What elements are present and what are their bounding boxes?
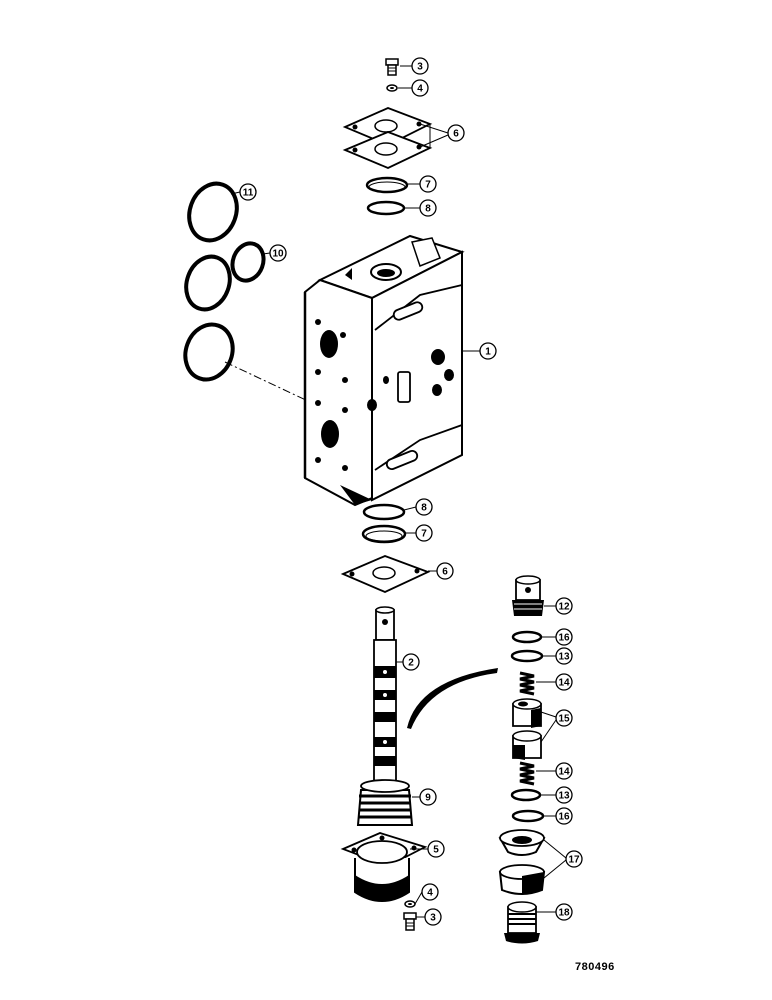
callout-8-top: 8 [419, 199, 437, 217]
svg-text:14: 14 [558, 678, 570, 689]
callout-14-bottom: 14 [555, 762, 573, 780]
svg-text:7: 7 [425, 180, 431, 191]
svg-text:2: 2 [408, 658, 414, 669]
part-centering-spring-assembly [356, 779, 414, 826]
part-seal-ring-large-middle [184, 254, 232, 312]
svg-text:16: 16 [558, 633, 570, 644]
part-plug-bottom [504, 901, 540, 944]
callout-12: 12 [555, 597, 573, 615]
callout-6-top: 6 [447, 124, 465, 142]
callout-18: 18 [555, 903, 573, 921]
part-flange-plate-bottom [340, 555, 431, 593]
part-spring-lower [519, 761, 535, 786]
part-check-poppet-upper [512, 698, 542, 728]
part-seat-cup [498, 829, 546, 856]
callout-13-top: 13 [555, 647, 573, 665]
callout-11: 11 [239, 183, 257, 201]
part-o-ring-right-top [510, 649, 544, 663]
svg-text:15: 15 [558, 714, 570, 725]
svg-text:3: 3 [430, 913, 436, 924]
callout-16-top: 16 [555, 628, 573, 646]
part-end-cap [340, 832, 428, 902]
svg-text:1: 1 [485, 347, 491, 358]
callout-3-top: 3 [411, 57, 429, 75]
svg-text:7: 7 [421, 529, 427, 540]
callout-4-top: 4 [411, 79, 429, 97]
part-o-ring-bottom [362, 503, 406, 521]
callout-8-bottom: 8 [415, 498, 433, 516]
callout-4-bottom: 4 [421, 883, 439, 901]
svg-text:4: 4 [427, 888, 433, 899]
callout-14-top: 14 [555, 673, 573, 691]
svg-text:14: 14 [558, 767, 570, 778]
part-seat-ring [498, 864, 546, 895]
part-seal-ring-small [230, 241, 266, 283]
svg-text:4: 4 [417, 84, 423, 95]
callout-3-bottom: 3 [424, 908, 442, 926]
callout-16-bottom: 16 [555, 807, 573, 825]
part-cap-screw-bottom [403, 912, 417, 931]
svg-text:5: 5 [433, 845, 439, 856]
part-backup-ring-right-top [511, 630, 543, 644]
part-backup-ring-top [365, 176, 409, 194]
part-valve-spool [373, 606, 397, 786]
callout-17: 17 [565, 850, 583, 868]
part-washer-top [386, 84, 398, 92]
svg-text:8: 8 [425, 204, 431, 215]
callout-6-bottom: 6 [436, 562, 454, 580]
callout-1: 1 [479, 342, 497, 360]
part-o-ring-right-bottom [510, 788, 542, 802]
part-backup-ring-bottom [361, 524, 407, 544]
part-plug-top [512, 575, 544, 616]
svg-text:6: 6 [453, 129, 459, 140]
callout-7-top: 7 [419, 175, 437, 193]
callout-15: 15 [555, 709, 573, 727]
svg-text:17: 17 [568, 855, 580, 866]
figure-id: 780496 [575, 961, 615, 973]
svg-text:11: 11 [243, 188, 254, 199]
part-seal-ring-large-bottom [183, 322, 235, 382]
part-valve-body [303, 234, 465, 507]
part-flange-plate-top [342, 107, 433, 169]
svg-text:3: 3 [417, 62, 423, 73]
part-backup-ring-right-bottom [511, 809, 545, 823]
svg-text:10: 10 [272, 249, 284, 260]
part-seal-ring-large-top [187, 181, 239, 243]
part-spring-upper [519, 671, 535, 696]
svg-text:13: 13 [558, 791, 570, 802]
callout-2: 2 [402, 653, 420, 671]
centerline-ring-to-body [224, 361, 311, 403]
svg-text:6: 6 [442, 567, 448, 578]
callout-9: 9 [419, 788, 437, 806]
callout-7-bottom: 7 [415, 524, 433, 542]
callout-5: 5 [427, 840, 445, 858]
svg-text:9: 9 [425, 793, 431, 804]
svg-text:12: 12 [558, 602, 570, 613]
leader-lines [230, 65, 567, 918]
part-washer-bottom [404, 900, 416, 908]
indicator-arrow [407, 668, 498, 729]
svg-text:13: 13 [558, 652, 570, 663]
part-o-ring-top [366, 200, 406, 216]
svg-text:18: 18 [558, 908, 570, 919]
svg-text:16: 16 [558, 812, 570, 823]
part-cap-screw-top [385, 58, 399, 76]
part-check-poppet-lower [512, 730, 542, 760]
callout-13-bottom: 13 [555, 786, 573, 804]
callout-10: 10 [269, 244, 287, 262]
svg-text:8: 8 [421, 503, 427, 514]
